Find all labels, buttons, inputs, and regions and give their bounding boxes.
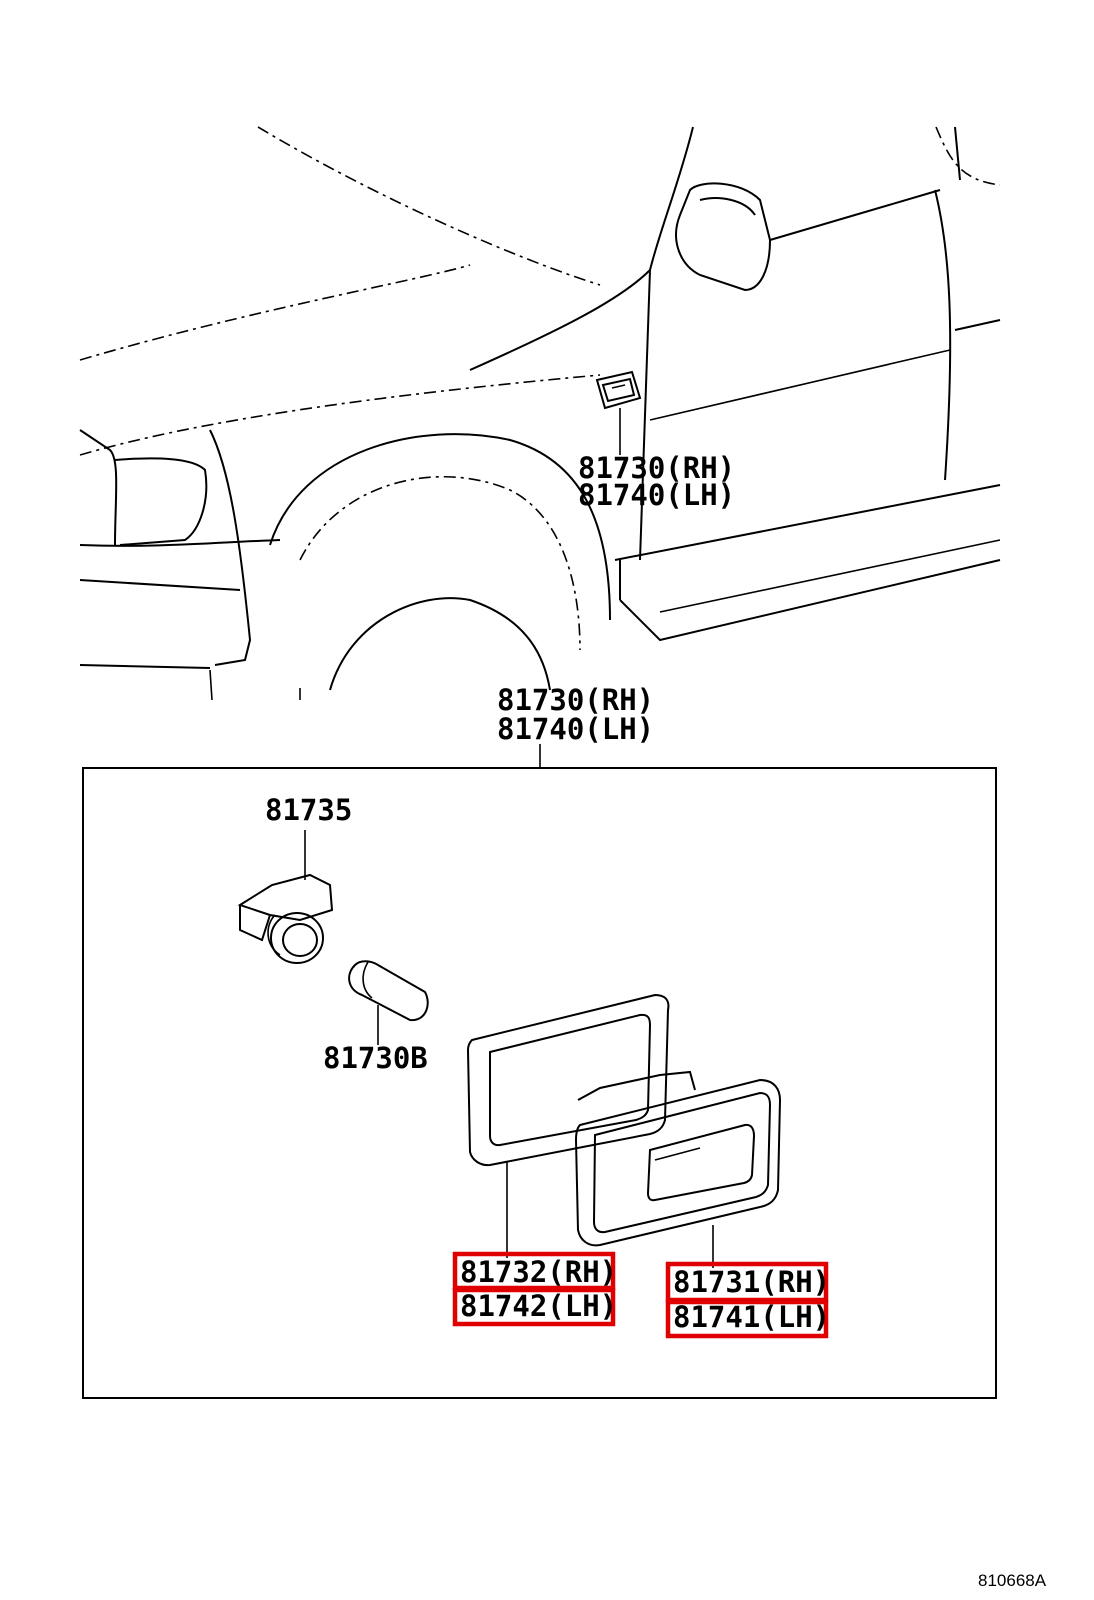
lens-part: [574, 1070, 782, 1247]
vehicle-marker-callout-lh: 81740(LH): [578, 478, 735, 512]
side-marker-on-vehicle: [595, 370, 642, 410]
assembly-callout-lh: 81740(LH): [497, 712, 654, 746]
gasket-callout-rh: 81732(RH): [460, 1255, 617, 1289]
bulb-part: [348, 960, 429, 1022]
lens-callout-rh: 81731(RH): [673, 1265, 830, 1299]
socket-callout: 81735: [265, 793, 352, 827]
bulb-callout: 81730B: [323, 1041, 428, 1075]
assembly-callout-rh: 81730(RH): [497, 683, 654, 717]
diagram-code: 810668A: [978, 1571, 1047, 1590]
lens-callout-lh: 81741(LH): [673, 1300, 830, 1334]
gasket-callout-lh: 81742(LH): [460, 1289, 617, 1323]
exploded-view-frame: [82, 767, 997, 1399]
vehicle-marker-callout-rh: 81730(RH): [578, 451, 735, 485]
socket-part: [237, 873, 334, 964]
lens-lh-highlight: [665, 1299, 829, 1339]
gasket-part: [466, 993, 670, 1167]
gasket-lh-highlight: [452, 1287, 616, 1327]
vehicle-illustration: [79, 126, 1001, 701]
